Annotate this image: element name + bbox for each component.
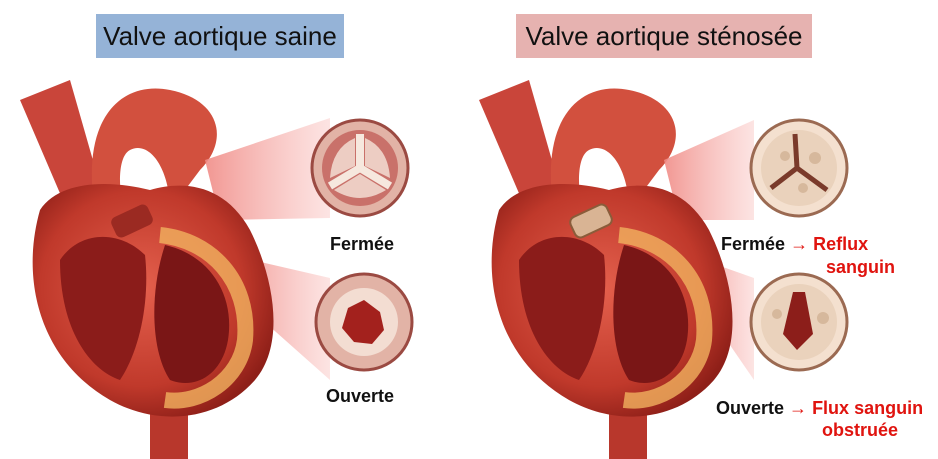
- panel-healthy-valve: Valve aortique saine: [0, 0, 469, 459]
- label-stenotic-closed: Fermée → Reflux: [721, 234, 868, 255]
- label-stenotic-closed-text: Fermée: [721, 234, 785, 254]
- label-obstructed-1: Flux sanguin: [812, 398, 923, 418]
- arrow-icon: →: [789, 398, 807, 418]
- title-healthy-valve: Valve aortique saine: [96, 14, 344, 58]
- stenotic-valve-closed: [751, 120, 847, 216]
- healthy-valve-open: [316, 274, 412, 370]
- label-healthy-closed: Fermée: [330, 234, 394, 255]
- label-healthy-open: Ouverte: [326, 386, 394, 407]
- stenotic-valve-open: [751, 274, 847, 370]
- label-obstructed-2: obstruée: [822, 420, 898, 441]
- panel-stenotic-valve: Valve aortique sténosée: [469, 0, 938, 459]
- title-stenotic-valve: Valve aortique sténosée: [516, 14, 812, 58]
- arrow-icon: →: [790, 234, 808, 254]
- label-stenotic-open-text: Ouverte: [716, 398, 784, 418]
- healthy-heart-illustration: [0, 60, 469, 459]
- label-regurgitation-1: Reflux: [813, 234, 868, 254]
- healthy-valve-closed: [312, 120, 408, 216]
- label-stenotic-open: Ouverte → Flux sanguin: [716, 398, 923, 419]
- label-regurgitation-2: sanguin: [826, 257, 895, 278]
